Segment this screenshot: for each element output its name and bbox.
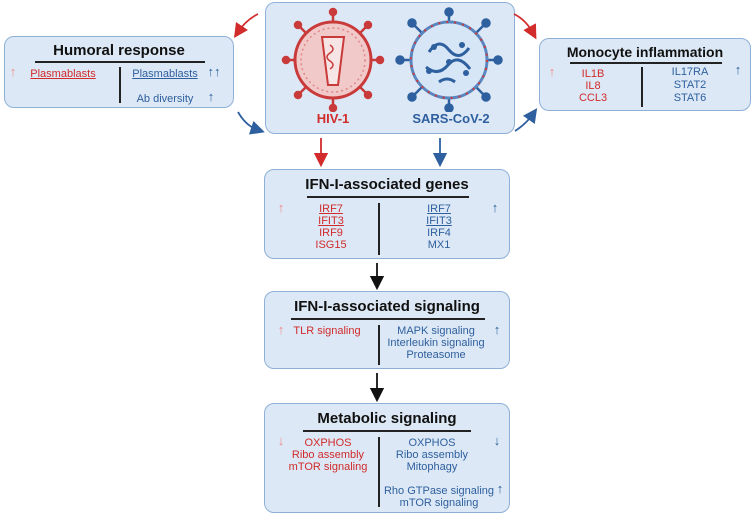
sars-stat6: STAT6 xyxy=(673,92,707,104)
hiv-up-arrow-icon: ↑ xyxy=(9,64,17,79)
monocyte-inflammation-box: Monocyte inflammation ↑ IL1B IL8 CCL3 IL… xyxy=(539,38,751,111)
hiv-il1b: IL1B xyxy=(581,68,605,80)
humoral-response-box: Humoral response ↑ Plasmablasts Plasmabl… xyxy=(4,36,234,108)
hiv-to-humoral-arrow xyxy=(234,13,259,38)
column-divider xyxy=(378,437,380,507)
hiv-plasmablasts: Plasmablasts xyxy=(30,68,96,80)
ifn-signaling-title: IFN-I-associated signaling xyxy=(294,298,480,315)
sars-cov-2-label: SARS-CoV-2 xyxy=(412,111,490,126)
sars-plasmablasts: Plasmablasts xyxy=(132,68,198,80)
sars-irf4: IRF4 xyxy=(427,227,451,239)
sars-down-arrow-icon: ↓ xyxy=(493,433,501,448)
sars-ifit3: IFIT3 xyxy=(426,215,452,227)
sars-up-arrow-icon: ↑ xyxy=(493,322,501,337)
monocyte-inflammation-title: Monocyte inflammation xyxy=(566,44,724,60)
hiv-isg15: ISG15 xyxy=(315,239,347,251)
column-divider xyxy=(641,67,643,107)
sars-il17ra: IL17RA xyxy=(671,66,709,78)
title-underline xyxy=(291,318,485,320)
hiv-irf9: IRF9 xyxy=(319,227,343,239)
sars-up-arrow-icon: ↑ xyxy=(496,481,504,496)
sars-double-up-arrow-icon: ↑↑ xyxy=(207,64,221,79)
hiv-virion-icon xyxy=(281,7,385,112)
ifn-signaling-box: IFN-I-associated signaling ↑ TLR signali… xyxy=(264,291,510,369)
hiv-il8: IL8 xyxy=(585,80,601,92)
hiv-tlr-signaling: TLR signaling xyxy=(293,325,361,337)
title-underline xyxy=(570,62,722,64)
sars-stat2: STAT2 xyxy=(673,79,707,91)
sars-irf7: IRF7 xyxy=(427,203,451,215)
ifn-genes-box: IFN-I-associated genes ↑ IRF7 IFIT3 IRF9… xyxy=(264,169,510,259)
sars-mitophagy: Mitophagy xyxy=(406,461,458,473)
sars-up-arrow-icon: ↑ xyxy=(207,89,215,104)
humoral-to-virus-arrow xyxy=(237,111,265,135)
hiv-up-arrow-icon: ↑ xyxy=(548,64,556,79)
title-underline xyxy=(303,430,471,432)
hiv-ribo-assembly: Ribo assembly xyxy=(291,449,365,461)
hiv-irf7: IRF7 xyxy=(319,203,343,215)
sars-interleukin-signaling: Interleukin signaling xyxy=(387,337,485,349)
sars-rho-gtpase-signaling: Rho GTPase signaling xyxy=(383,485,495,497)
sars-mx1: MX1 xyxy=(427,239,451,251)
metabolic-signaling-box: Metabolic signaling ↓ OXPHOS Ribo assemb… xyxy=(264,403,510,513)
sars-up-arrow-icon: ↑ xyxy=(491,200,499,215)
ifn-genes-title: IFN-I-associated genes xyxy=(305,176,469,193)
sars-mtor-signaling: mTOR signaling xyxy=(399,497,479,509)
hiv-mtor-signaling: mTOR signaling xyxy=(288,461,368,473)
column-divider xyxy=(378,325,380,365)
hiv-down-arrow-icon: ↓ xyxy=(277,433,285,448)
virus-panel: HIV-1 SARS-CoV-2 xyxy=(265,2,515,134)
sars-cov-2-virion-icon xyxy=(395,7,503,112)
sars-ab-diversity: Ab diversity xyxy=(136,93,194,105)
title-underline xyxy=(307,196,469,198)
monocyte-to-virus-arrow xyxy=(514,108,538,132)
column-divider xyxy=(119,67,121,103)
sars-oxphos: OXPHOS xyxy=(408,437,456,449)
hiv-ifit3: IFIT3 xyxy=(318,215,344,227)
hiv-up-arrow-icon: ↑ xyxy=(277,322,285,337)
column-divider xyxy=(378,203,380,255)
hiv-label: HIV-1 xyxy=(316,111,350,126)
hiv-oxphos: OXPHOS xyxy=(304,437,352,449)
hiv-to-monocyte-arrow xyxy=(513,13,537,40)
hiv-ccl3: CCL3 xyxy=(578,92,608,104)
title-underline xyxy=(35,61,205,63)
hiv-up-arrow-icon: ↑ xyxy=(277,200,285,215)
sars-mapk-signaling: MAPK signaling xyxy=(397,325,475,337)
sars-proteasome: Proteasome xyxy=(406,349,466,361)
sars-up-arrow-icon: ↑ xyxy=(734,62,742,77)
humoral-response-title: Humoral response xyxy=(53,42,185,59)
metabolic-signaling-title: Metabolic signaling xyxy=(317,410,457,427)
sars-ribo-assembly: Ribo assembly xyxy=(395,449,469,461)
